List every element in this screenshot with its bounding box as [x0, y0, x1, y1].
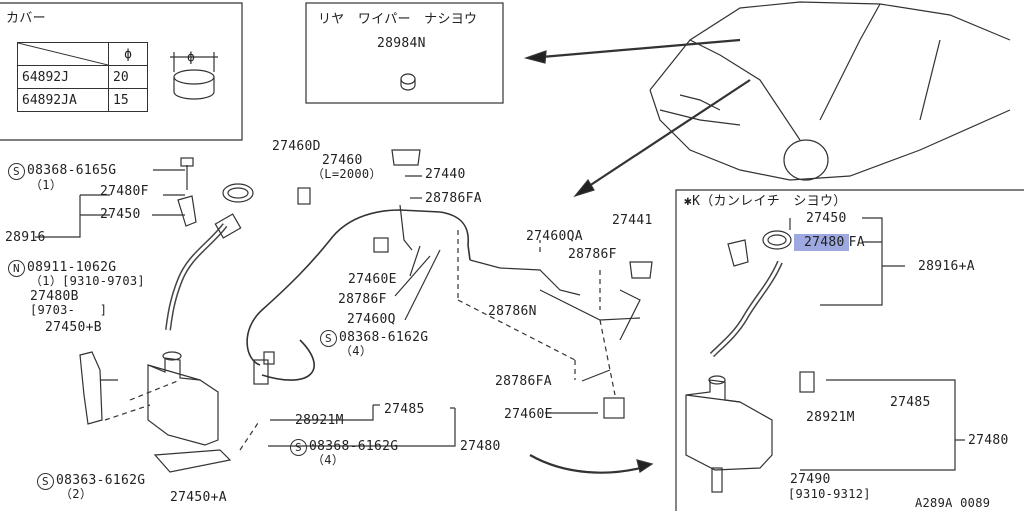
- part-28786f-right: 28786F: [568, 247, 617, 262]
- k-part-28916a: 28916+A: [918, 259, 975, 274]
- qty-08911: （1）[9310-9703]: [30, 274, 145, 288]
- part-number: 08368-6165G: [27, 163, 117, 178]
- k-part-27490: 27490: [790, 472, 831, 487]
- qty-08368-6165g: （1）: [30, 178, 63, 192]
- s-circle-icon: S: [8, 163, 25, 180]
- cover-cap-icon: [173, 69, 215, 85]
- part-number: 08368-6162G: [339, 330, 429, 345]
- part-27480f: 27480F: [100, 184, 149, 199]
- part-28786fa-bottom: 28786FA: [495, 374, 552, 389]
- footer-code: A289A 0089: [915, 496, 991, 510]
- part-27480: 27480: [460, 439, 501, 454]
- size-cell: 20: [108, 65, 148, 89]
- part-cell: 64892JA: [17, 88, 109, 112]
- table-row: 64892JA 15: [17, 88, 148, 112]
- s-circle-icon: S: [290, 439, 307, 456]
- part-27460: 27460: [322, 153, 363, 168]
- part-27460d: 27460D: [272, 139, 321, 154]
- part-27460q: 27460Q: [347, 312, 396, 327]
- part-number: 08368-6162G: [309, 439, 399, 454]
- phi-dimension-label: ϕ: [187, 50, 196, 65]
- part-27460e-left: 27460E: [348, 272, 397, 287]
- part-27460e-right: 27460E: [504, 407, 553, 422]
- part-28984n: 28984N: [377, 36, 426, 51]
- k-part-28921m: 28921M: [806, 410, 855, 425]
- part-27460qa: 27460QA: [526, 229, 583, 244]
- n-circle-icon: N: [8, 260, 25, 277]
- k-box-title: ✱K（カンレイチ シヨウ）: [684, 194, 847, 209]
- k-box-frame: [675, 189, 1024, 511]
- qty-08368-6162g-b: （4）: [312, 453, 345, 467]
- highlighted-part-27480[interactable]: 27480: [794, 234, 849, 251]
- part-suffix: FA: [848, 235, 865, 250]
- part-27485: 27485: [384, 402, 425, 417]
- part-27450a: 27450+A: [170, 490, 227, 505]
- table-row: 64892J 20: [17, 65, 148, 89]
- cover-size-table: ϕ 64892J 20 64892JA 15: [17, 42, 148, 112]
- part-number: 08363-6162G: [56, 473, 146, 488]
- k-part-27485: 27485: [890, 395, 931, 410]
- rear-wiper-title: リヤ ワイパー ナシヨウ: [318, 12, 478, 27]
- size-cell: 15: [108, 88, 148, 112]
- part-number: 08911-1062G: [27, 260, 117, 275]
- washer-tank-icon: [147, 351, 219, 446]
- part-28786n: 28786N: [488, 304, 537, 319]
- part-28786fa-top: 28786FA: [425, 191, 482, 206]
- k-washer-tank-icon: [685, 375, 773, 471]
- part-27441: 27441: [612, 213, 653, 228]
- cover-box-frame: [0, 2, 243, 141]
- part-28786f-left: 28786F: [338, 292, 387, 307]
- s-circle-icon: S: [37, 473, 54, 490]
- car-outline-icon: [649, 1, 1011, 181]
- part-27450: 27450: [100, 207, 141, 222]
- part-27480b: 27480B: [30, 289, 79, 304]
- table-diagonal-cell: [17, 42, 109, 66]
- k-range-27490: [9310-9312]: [788, 487, 871, 501]
- s-circle-icon: S: [320, 330, 337, 347]
- rear-wiper-box-frame: [305, 2, 504, 104]
- part-28916: 28916: [5, 230, 46, 245]
- range-27480b: [9703- ]: [30, 303, 108, 317]
- k-part-27480: 27480: [968, 433, 1009, 448]
- length-27460: （L=2000）: [312, 167, 382, 181]
- part-27450b: 27450+B: [45, 320, 102, 335]
- qty-08363: （2）: [60, 487, 93, 501]
- phi-header: ϕ: [108, 42, 148, 66]
- cover-box-title: カバー: [6, 11, 46, 26]
- part-27440: 27440: [425, 167, 466, 182]
- part-cell: 64892J: [17, 65, 109, 89]
- qty-08368-6162g-a: （4）: [340, 344, 373, 358]
- k-part-27450: 27450: [806, 211, 847, 226]
- part-28921m: 28921M: [295, 413, 344, 428]
